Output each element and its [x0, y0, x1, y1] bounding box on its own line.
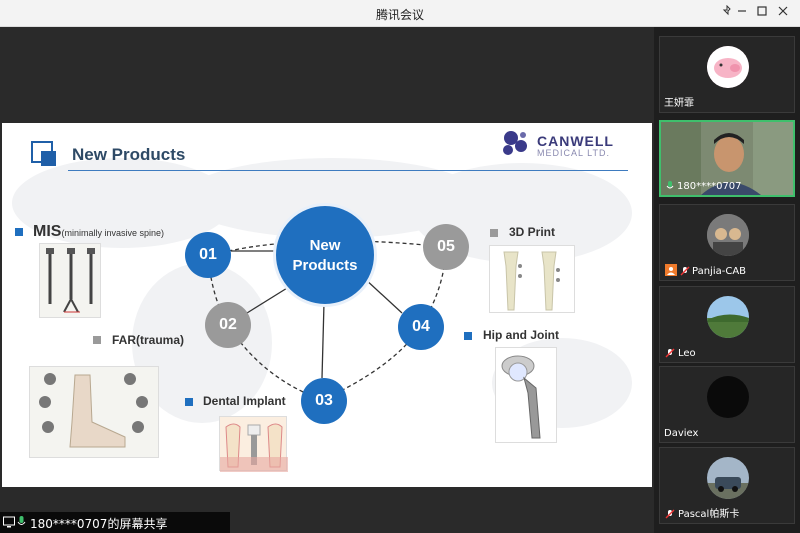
- dental-bullet: [185, 398, 193, 406]
- center-products-node: New Products: [273, 203, 377, 307]
- print3d-label: 3D Print: [509, 225, 556, 239]
- participant-name: Leo: [678, 348, 696, 359]
- mis-instruments-image: [39, 243, 101, 318]
- canwell-logo-icon: [503, 131, 527, 155]
- title-underline: [68, 170, 628, 171]
- mis-label: MIS(minimally invasive spine): [33, 223, 164, 240]
- mic-muted-icon: [680, 266, 690, 276]
- participant-name: Daviex: [664, 428, 699, 439]
- participant-tile[interactable]: Panjia-CAB: [659, 204, 795, 281]
- maximize-icon[interactable]: [753, 4, 771, 22]
- print3d-image: [489, 245, 575, 313]
- far-trauma-image: [29, 366, 159, 458]
- share-status-text: 180****0707的屏幕共享: [30, 517, 168, 531]
- mic-active-icon: [17, 516, 26, 525]
- participant-tile[interactable]: Leo: [659, 286, 795, 363]
- hip-joint-image: [495, 347, 557, 443]
- mic-muted-icon: [665, 509, 675, 519]
- node-01: 01: [185, 232, 231, 278]
- title-square-fill: [41, 151, 56, 166]
- node-05: 05: [423, 224, 469, 270]
- car-photo-avatar: [707, 457, 749, 499]
- landscape-avatar: [707, 296, 749, 338]
- minimize-icon[interactable]: [733, 4, 751, 22]
- presentation-slide: New Products CANWELL MEDICAL LTD.: [2, 123, 652, 487]
- title-bar: 腾讯会议: [0, 0, 800, 27]
- share-status-bar: 180****0707的屏幕共享: [0, 512, 230, 533]
- node-03: 03: [301, 378, 347, 424]
- video-feed-image: [661, 122, 793, 195]
- participant-name: 王妍霏: [664, 98, 694, 109]
- participant-name: Panjia-CAB: [692, 266, 747, 277]
- hip-bullet: [464, 332, 472, 340]
- participants-sidebar: 王妍霏 180****0707 Panjia-CAB: [654, 27, 800, 533]
- node-04: 04: [398, 304, 444, 350]
- dental-implant-image: [219, 416, 288, 472]
- participant-tile[interactable]: Daviex: [659, 366, 795, 443]
- far-bullet: [93, 336, 101, 344]
- participant-tile[interactable]: Pascal帕斯卡: [659, 447, 795, 524]
- logo-subtitle: MEDICAL LTD.: [537, 148, 611, 158]
- screen-share-icon: [3, 516, 15, 528]
- group-photo-avatar: [707, 214, 749, 256]
- hip-label: Hip and Joint: [483, 328, 559, 342]
- participant-name: 180****0707: [677, 181, 742, 192]
- close-icon[interactable]: [774, 4, 792, 22]
- pig-avatar-icon: [707, 46, 749, 88]
- dental-label: Dental Implant: [203, 394, 286, 408]
- mic-muted-icon: [665, 348, 675, 358]
- center-line2: Products: [292, 257, 358, 274]
- pin-icon[interactable]: [718, 4, 736, 22]
- dark-avatar: [707, 376, 749, 418]
- participant-tile[interactable]: 王妍霏: [659, 36, 795, 113]
- user-orange-icon: [665, 264, 677, 276]
- print3d-bullet: [490, 229, 498, 237]
- node-02: 02: [205, 302, 251, 348]
- participant-tile-active[interactable]: 180****0707: [659, 120, 795, 197]
- mic-active-icon: [666, 181, 674, 189]
- window-title: 腾讯会议: [375, 8, 424, 22]
- far-label: FAR(trauma): [112, 333, 185, 347]
- slide-title: New Products: [72, 145, 186, 164]
- mis-bullet: [15, 228, 23, 236]
- screen-share-area[interactable]: New Products CANWELL MEDICAL LTD.: [0, 27, 654, 533]
- logo-name: CANWELL: [537, 133, 614, 149]
- center-line1: New: [309, 237, 341, 254]
- participant-name: Pascal帕斯卡: [678, 509, 740, 520]
